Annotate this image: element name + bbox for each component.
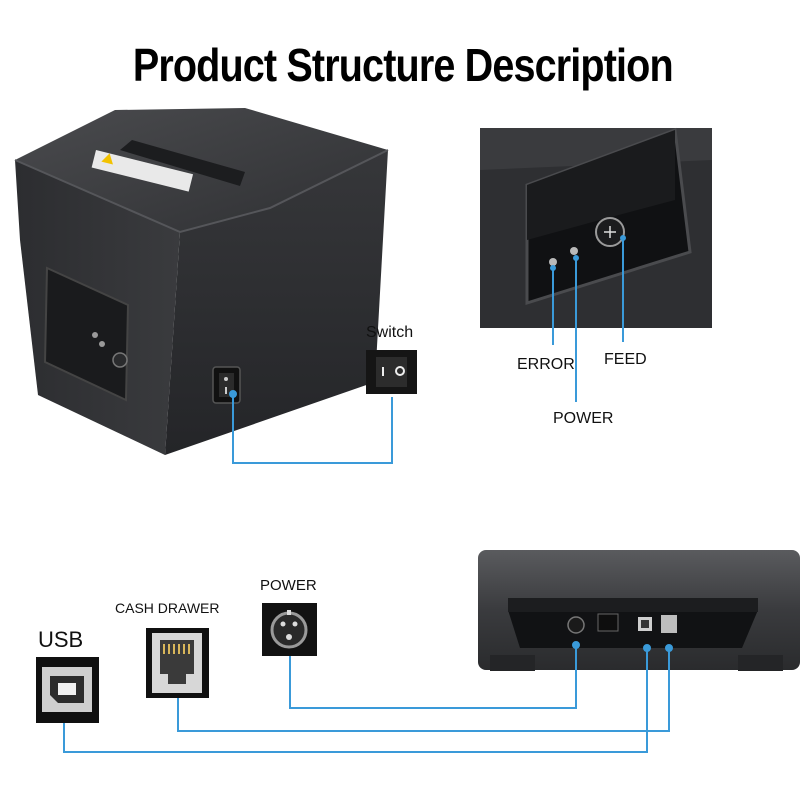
cash-drawer-leader-line: [177, 648, 670, 732]
port-recess: [508, 610, 758, 648]
error-led: [549, 258, 557, 266]
rj11-port-back: [661, 615, 677, 633]
feed-button-small: [112, 352, 128, 368]
error-led-small: [92, 332, 98, 338]
power-port-back: [567, 616, 585, 634]
power-led-small: [99, 341, 105, 347]
paper-slot: [120, 140, 245, 186]
feed-label: FEED: [604, 351, 647, 368]
control-panel-closeup: [480, 127, 712, 328]
power-port-label: POWER: [260, 577, 317, 594]
switch-closeup: [366, 350, 417, 394]
switch-port-back: [597, 613, 619, 632]
printer-main-view: [14, 108, 389, 455]
usb-leader-line: [63, 648, 648, 753]
switch-leader-line: [232, 394, 393, 464]
leader-lines: [63, 235, 673, 753]
power-port-leader-line: [289, 645, 577, 709]
usb-port-closeup: [36, 657, 99, 723]
warning-sticker: [91, 150, 194, 192]
cash-drawer-label: CASH DRAWER: [115, 600, 220, 616]
power-port-closeup: [262, 603, 317, 656]
usb-label: USB: [38, 627, 84, 652]
error-label: ERROR: [517, 356, 575, 373]
warning-icon: [101, 153, 113, 165]
switch-label: Switch: [366, 324, 414, 341]
cash-drawer-port-closeup: [146, 628, 209, 698]
button-window: [43, 266, 130, 402]
power-led: [570, 247, 578, 255]
power-button-label: POWER: [553, 410, 614, 427]
printer-back-view: [478, 550, 800, 671]
page-title: Product Structure Description: [132, 39, 674, 91]
